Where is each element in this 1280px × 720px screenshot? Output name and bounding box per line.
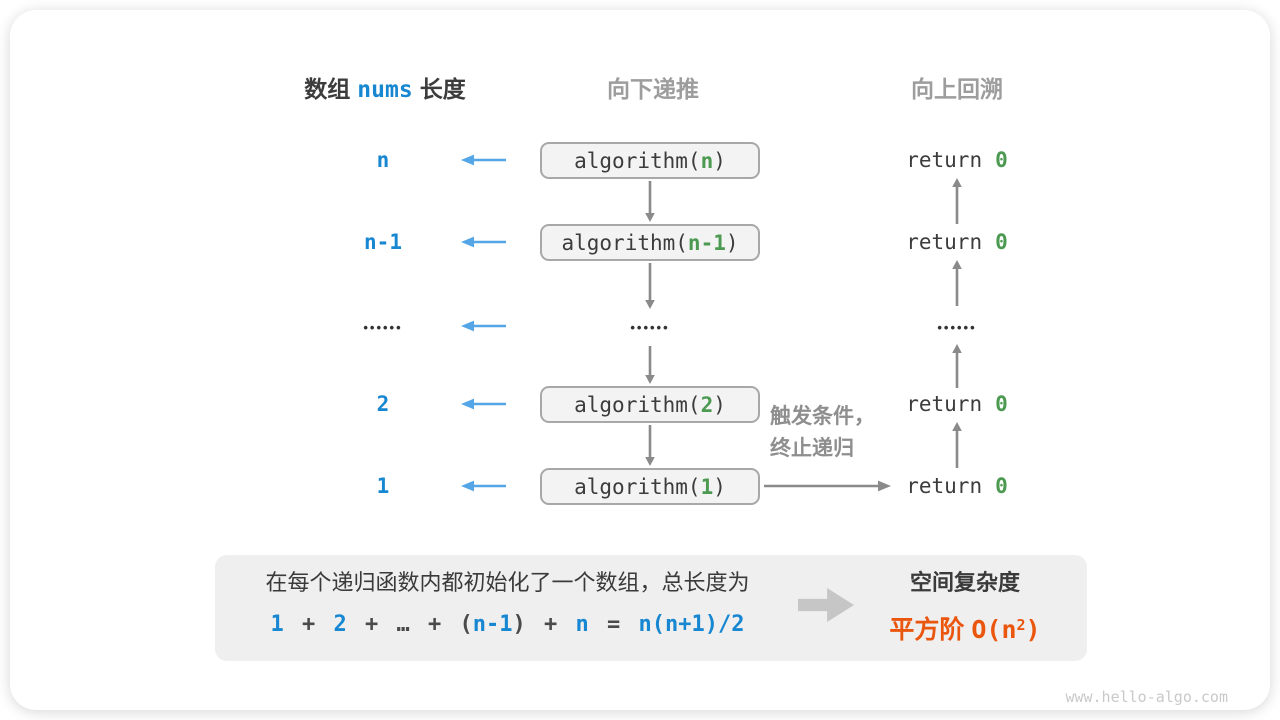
header-recurse-down: 向下递推 <box>607 76 699 102</box>
call-suffix: ) <box>713 392 726 417</box>
total-length-formula: 1 + 2 + … + (n-1) + n = n(n+1)/2 <box>270 612 745 637</box>
call-box-n-1: algorithm(n-1) <box>540 224 760 261</box>
return-statement: return 0 <box>877 146 1037 174</box>
nums-code-label: nums <box>357 77 413 103</box>
down-arrow-icon <box>645 346 655 384</box>
watermark: www.hello-algo.com <box>1065 688 1228 706</box>
call-prefix: algorithm( <box>574 474 701 499</box>
call-box-1: algorithm(1) <box>540 468 760 505</box>
up-arrow-icon <box>952 260 962 306</box>
call-suffix: ) <box>725 230 739 255</box>
length-label-2: 2 <box>376 392 390 416</box>
return-statement: return 0 <box>877 228 1037 256</box>
return-value: 0 <box>995 392 1008 416</box>
left-arrow-icon <box>461 154 506 166</box>
call-box-n: algorithm(n) <box>540 142 760 179</box>
return-statement: return 0 <box>877 472 1037 500</box>
up-arrow-icon <box>952 422 962 468</box>
up-arrow-icon <box>952 178 962 224</box>
left-arrow-icon <box>461 398 506 410</box>
header-array-word: 数组 <box>304 76 351 102</box>
space-complexity-value: 平方阶 O(n2) <box>855 610 1075 645</box>
return-word: return <box>906 474 983 498</box>
return-statement: return 0 <box>877 390 1037 418</box>
left-arrow-icon <box>461 480 506 492</box>
return-value: 0 <box>995 474 1008 498</box>
up-arrow-icon <box>952 344 962 388</box>
length-label-1: 1 <box>376 474 390 498</box>
termination-note-line1: 触发条件， <box>770 405 875 428</box>
call-param: n <box>700 148 714 173</box>
length-label-n: n <box>376 148 390 172</box>
big-o-notation: O(n <box>971 615 1017 644</box>
call-prefix: algorithm( <box>561 230 688 255</box>
return-word: return <box>906 230 983 254</box>
ellipsis-middle: •••••• <box>630 320 670 335</box>
header-backtrack-up: 向上回溯 <box>911 76 1003 102</box>
down-arrow-icon <box>645 263 655 309</box>
call-prefix: algorithm( <box>574 148 701 173</box>
call-param: n-1 <box>687 230 726 255</box>
call-box-2: algorithm(2) <box>540 386 760 423</box>
left-arrow-icon <box>461 320 506 332</box>
termination-note-line2: 终止递归 <box>770 437 854 460</box>
right-arrow-icon <box>764 480 891 492</box>
summary-panel <box>215 555 1087 661</box>
return-word: return <box>906 148 983 172</box>
down-arrow-icon <box>645 425 655 466</box>
ellipsis-right: •••••• <box>937 320 977 335</box>
ellipsis-left: •••••• <box>363 320 403 335</box>
space-complexity-title: 空间复杂度 <box>909 570 1020 595</box>
termination-note: 触发条件， 终止递归 <box>770 401 920 465</box>
left-arrow-icon <box>461 236 506 248</box>
return-word: return <box>906 392 983 416</box>
call-param: 1 <box>700 474 714 499</box>
return-value: 0 <box>995 148 1008 172</box>
call-suffix: ) <box>713 148 726 173</box>
call-prefix: algorithm( <box>574 392 701 417</box>
summary-text: 在每个递归函数内都初始化了一个数组，总长度为 <box>265 570 750 595</box>
big-o-close: ) <box>1025 615 1041 644</box>
length-label-n-1: n-1 <box>364 230 402 254</box>
down-arrow-icon <box>645 181 655 222</box>
exponent: 2 <box>1016 616 1026 634</box>
header-length-word: 长度 <box>419 76 466 102</box>
call-suffix: ) <box>713 474 726 499</box>
complexity-order-word: 平方阶 <box>889 616 965 644</box>
call-param: 2 <box>700 392 714 417</box>
return-value: 0 <box>995 230 1008 254</box>
